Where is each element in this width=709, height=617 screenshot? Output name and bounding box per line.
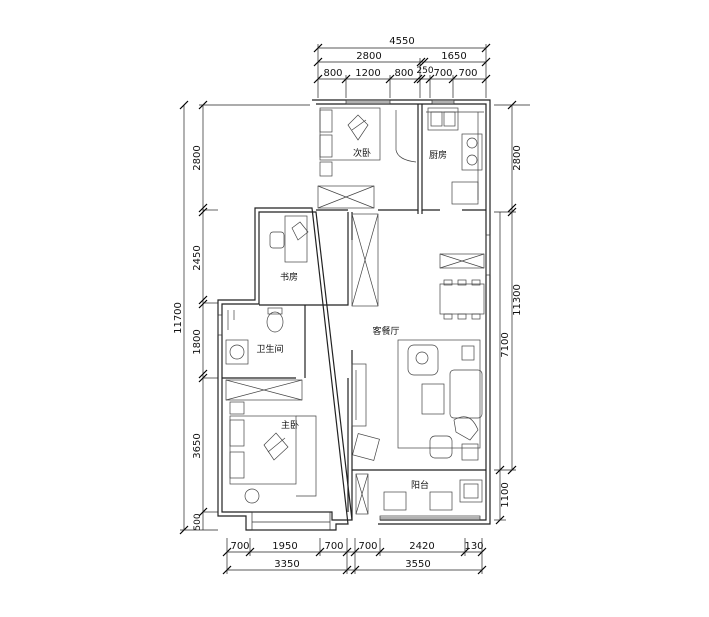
dim-top-detail: 250 — [416, 66, 433, 76]
fan-icon — [244, 488, 260, 504]
tv-cabinet-icon — [351, 363, 367, 427]
master-bedroom-furniture: 主卧 — [229, 401, 317, 504]
windows — [217, 99, 491, 531]
dim-bottom-detail: 1950 — [272, 541, 297, 552]
walls — [217, 99, 491, 531]
dim-left-detail: 3650 — [192, 433, 203, 458]
left-dimensions: 11700 2800 2450 1800 3650 500 — [173, 100, 310, 535]
bottom-dimensions: 700 1950 700 700 2420 130 3350 3550 — [222, 538, 487, 575]
room-label-balcony: 阳台 — [411, 479, 429, 491]
dim-left-detail: 2450 — [192, 245, 203, 270]
sink-icon — [427, 107, 459, 131]
living-dining-furniture: 客餐厅 — [351, 253, 485, 461]
dim-bottom-total: 3550 — [405, 559, 430, 570]
bottom-extension-lines — [226, 538, 483, 574]
wardrobe-icon — [225, 379, 303, 401]
shower-icon — [227, 310, 235, 330]
dim-bottom-detail: 700 — [324, 541, 343, 552]
door-swing-icon — [395, 110, 417, 163]
top-dimensions: 4550 2800 1650 800 1200 800 250 700 700 — [313, 36, 491, 98]
room-label-bathroom: 卫生间 — [256, 343, 283, 355]
dim-top-mid: 2800 — [356, 51, 381, 62]
dim-top-total: 4550 — [389, 36, 414, 47]
rug-icon — [397, 339, 481, 449]
room-label-living-dining: 客餐厅 — [372, 325, 399, 337]
room-label-study: 书房 — [280, 271, 298, 283]
dim-top-detail: 800 — [323, 68, 342, 79]
bathroom-furniture: 卫生间 — [225, 307, 303, 401]
toilet-icon — [266, 311, 284, 333]
lounge-chair-icon — [383, 491, 407, 511]
chair-icon — [269, 231, 285, 249]
bed-icon — [229, 415, 297, 485]
stove-icon — [461, 133, 483, 171]
sofa-icon — [449, 369, 483, 419]
dim-left-detail: 1800 — [192, 329, 203, 354]
dim-top-mid: 1650 — [441, 51, 466, 62]
second-bedroom-furniture: 次卧 — [317, 107, 417, 209]
nightstand-icon — [229, 401, 245, 415]
plant-icon — [461, 443, 479, 461]
cabinet-icon — [439, 253, 485, 269]
fridge-icon — [451, 181, 479, 205]
wardrobe-icon — [317, 185, 375, 209]
armchair-icon — [407, 344, 439, 376]
chair-icon — [352, 433, 380, 461]
dim-top-detail: 700 — [433, 68, 452, 79]
balcony-furniture: 阳台 — [355, 473, 483, 515]
armchair-icon — [429, 435, 453, 459]
dim-top-detail: 700 — [458, 68, 477, 79]
dim-left-detail: 2800 — [192, 145, 203, 170]
side-table-icon — [461, 345, 475, 361]
person-icon — [453, 416, 479, 441]
room-label-second-bedroom: 次卧 — [353, 147, 371, 159]
dim-left-detail: 500 — [193, 513, 203, 530]
dim-right-outer: 2800 — [512, 145, 523, 170]
left-extension-lines — [180, 104, 310, 531]
room-label-master-bedroom: 主卧 — [281, 419, 299, 431]
study-furniture: 书房 — [269, 213, 379, 307]
wardrobe-icon — [351, 213, 379, 307]
dim-right-outer: 11300 — [512, 284, 523, 316]
dim-right-inner: 1100 — [500, 482, 511, 507]
dim-top-detail: 1200 — [355, 68, 380, 79]
bed-icon — [319, 107, 381, 161]
dim-left-total: 11700 — [173, 302, 184, 334]
top-extension-lines — [317, 44, 487, 98]
cabinet-icon — [355, 473, 369, 515]
kitchen-furniture: 厨房 — [426, 107, 484, 205]
dim-bottom-detail: 700 — [358, 541, 377, 552]
dim-bottom-detail: 130 — [464, 541, 483, 552]
washing-machine-icon — [459, 479, 483, 503]
right-extension-lines — [494, 104, 530, 521]
dim-bottom-detail: 700 — [230, 541, 249, 552]
coffee-table-icon — [421, 383, 445, 415]
desk-icon — [284, 215, 308, 263]
bedding-icon — [347, 114, 369, 141]
dining-chairs-icon — [443, 279, 481, 320]
right-dimensions: 2800 11300 7100 1100 — [494, 100, 530, 525]
dining-table-icon — [439, 283, 485, 315]
lamp-icon — [291, 221, 309, 241]
bedding-icon — [263, 432, 289, 461]
lounge-chair-icon — [429, 491, 453, 511]
dim-bottom-detail: 2420 — [409, 541, 434, 552]
room-label-kitchen: 厨房 — [429, 149, 447, 161]
dim-top-detail: 800 — [394, 68, 413, 79]
dim-bottom-total: 3350 — [274, 559, 299, 570]
dim-right-inner: 7100 — [500, 332, 511, 357]
washbasin-icon — [225, 339, 249, 365]
nightstand-icon — [319, 161, 333, 177]
